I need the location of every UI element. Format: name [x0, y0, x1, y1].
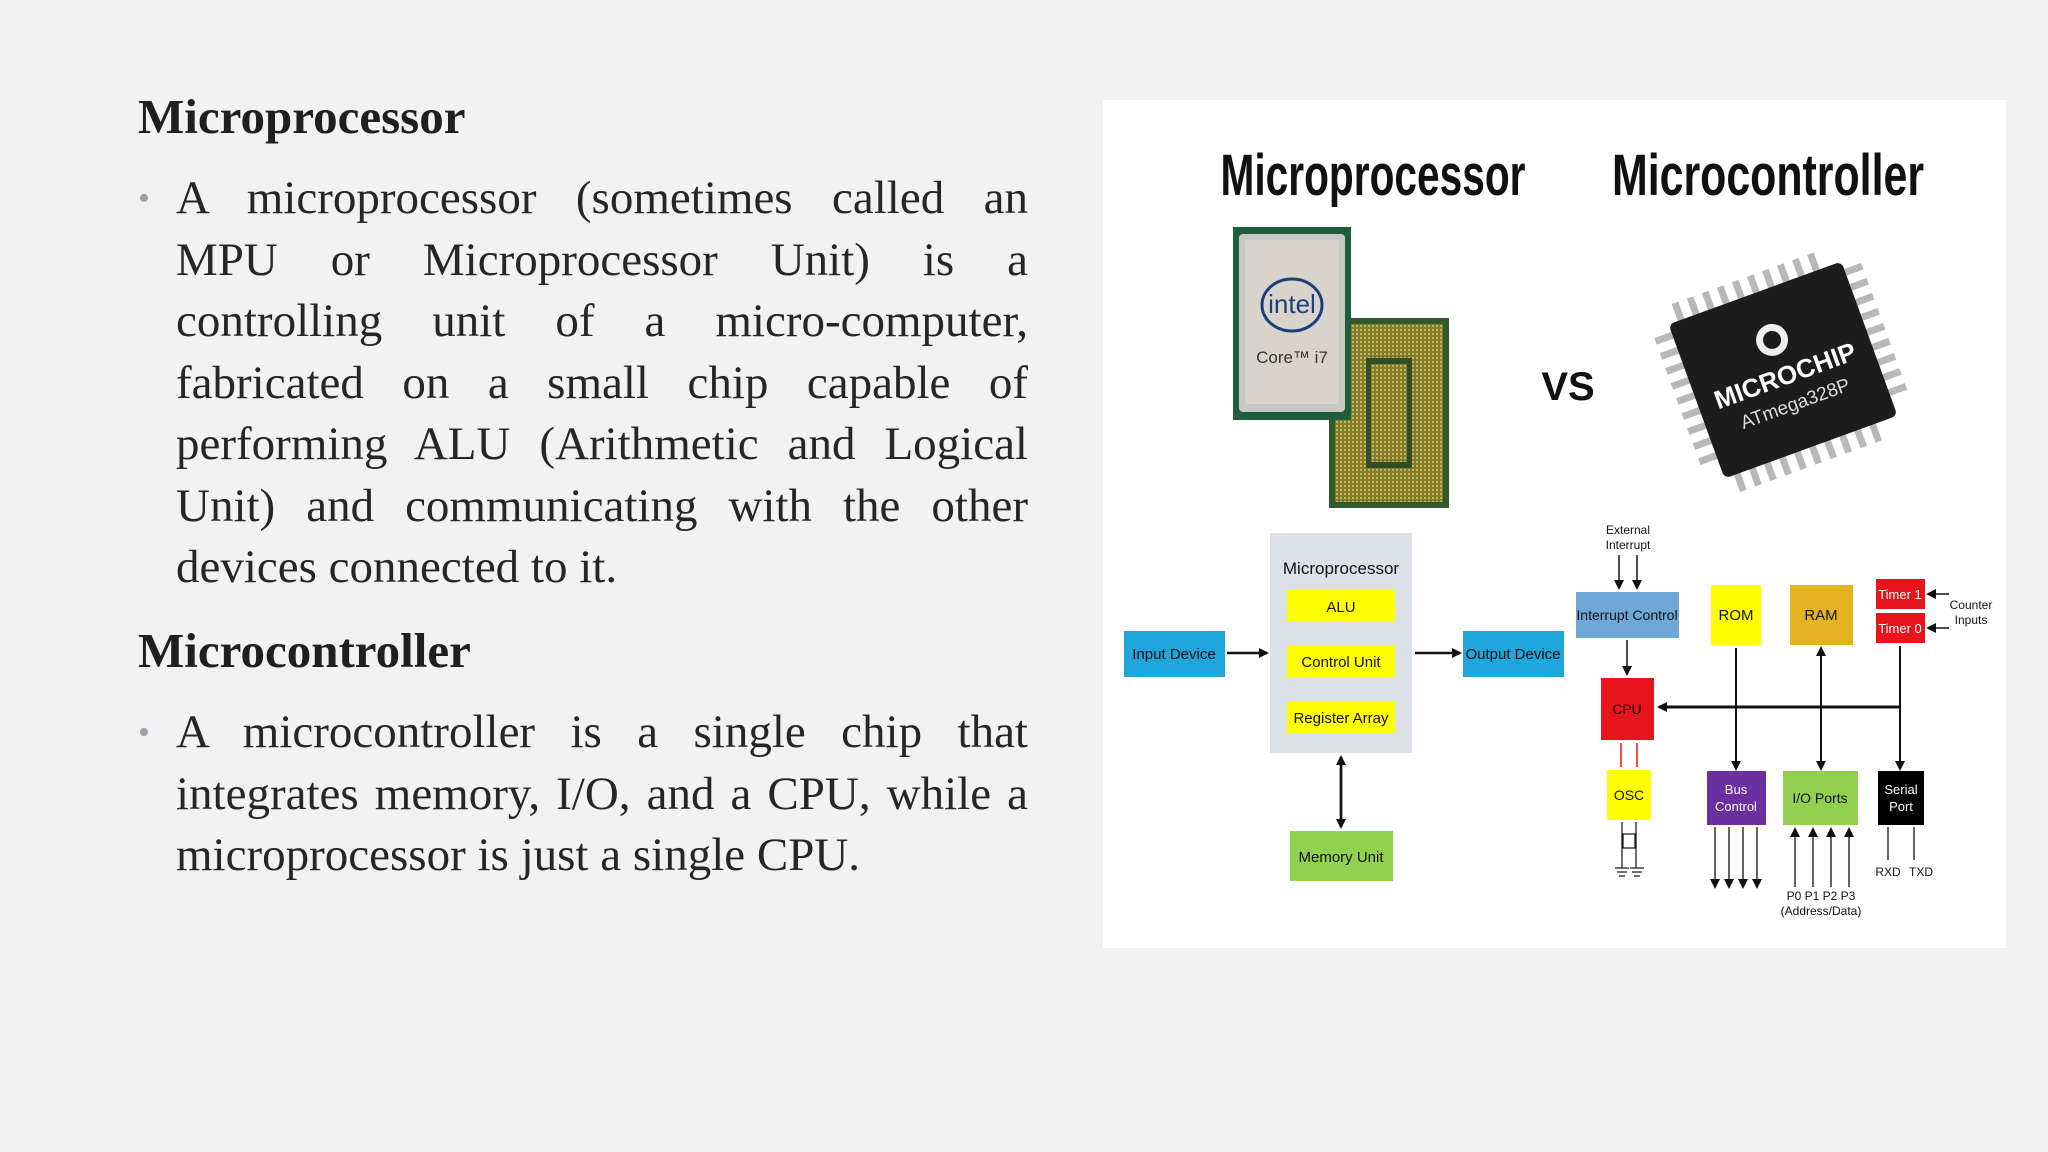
microcontroller-block-diagram: External Interrupt Interrupt Control ROM… — [1576, 523, 1992, 918]
serial-port-label-2: Port — [1889, 799, 1913, 814]
ram-block — [1790, 585, 1853, 645]
io-ports-block — [1783, 771, 1858, 825]
external-interrupt-label: External — [1606, 523, 1650, 537]
cpu-label: CPU — [1612, 701, 1642, 717]
register-array-block — [1287, 701, 1395, 733]
bus-control-label-2: Control — [1715, 799, 1757, 814]
rom-label: ROM — [1719, 607, 1754, 624]
comparison-figure: Microprocessor Microcontroller intel Cor… — [1103, 100, 2006, 948]
output-device-label: Output Device — [1465, 646, 1560, 663]
paragraph-microcontroller: A microcontroller is a single chip that … — [176, 706, 1028, 881]
timer1-label: Timer 1 — [1878, 587, 1922, 602]
paragraph-microprocessor: A microprocessor (sometimes called an MP… — [176, 172, 1028, 593]
counter-inputs-label-2: Inputs — [1955, 613, 1988, 627]
serial-port-block — [1878, 771, 1924, 825]
microprocessor-block-title: Microprocessor — [1283, 559, 1400, 578]
alu-label: ALU — [1326, 599, 1355, 616]
vs-label: VS — [1541, 365, 1594, 409]
ports-label: P0 P1 P2 P3 — [1787, 889, 1856, 903]
osc-block — [1607, 770, 1651, 820]
output-device-block — [1463, 631, 1564, 677]
serial-port-label: Serial — [1884, 782, 1917, 797]
bus-control-label: Bus — [1725, 782, 1748, 797]
ram-label: RAM — [1804, 607, 1837, 624]
control-unit-block — [1287, 645, 1395, 677]
timer1-block — [1876, 579, 1925, 609]
bus-control-block — [1707, 771, 1766, 825]
io-ports-label: I/O Ports — [1792, 790, 1847, 806]
control-unit-label: Control Unit — [1301, 654, 1381, 671]
microchip-image: MICROCHIP ATmega328P — [1654, 252, 1908, 493]
figure-title-microprocessor: Microprocessor — [1221, 143, 1526, 208]
heading-microcontroller: Microcontroller — [138, 623, 471, 678]
memory-unit-label: Memory Unit — [1298, 849, 1384, 866]
figure-title-microcontroller: Microcontroller — [1612, 143, 1924, 208]
intel-model-label: Core™ i7 — [1256, 348, 1328, 367]
interrupt-control-label: Interrupt Control — [1576, 607, 1677, 623]
ports-address-label: (Address/Data) — [1781, 904, 1862, 918]
cpu-block — [1601, 678, 1654, 740]
bullet-dot: • — [138, 714, 150, 751]
oscillator-crystal-icon — [1615, 822, 1644, 877]
interrupt-control-block — [1576, 592, 1679, 638]
timer0-label: Timer 0 — [1878, 621, 1922, 636]
register-array-label: Register Array — [1293, 710, 1389, 727]
rxd-label: RXD — [1875, 865, 1901, 879]
counter-inputs-label: Counter — [1950, 598, 1993, 612]
rom-block — [1711, 585, 1761, 645]
memory-unit-block — [1290, 831, 1393, 881]
input-device-block — [1124, 631, 1225, 677]
heading-microprocessor: Microprocessor — [138, 89, 466, 144]
osc-label: OSC — [1614, 787, 1644, 803]
alu-block — [1287, 590, 1395, 622]
input-device-label: Input Device — [1132, 646, 1215, 663]
microprocessor-block-diagram: Microprocessor ALU Control Unit Register… — [1124, 533, 1564, 881]
intel-cpu-image: intel Core™ i7 — [1233, 227, 1351, 420]
external-interrupt-label-2: Interrupt — [1606, 538, 1651, 552]
bullet-dot: • — [138, 180, 150, 217]
timer0-block — [1876, 613, 1925, 643]
intel-logo: intel — [1268, 289, 1316, 319]
txd-label: TXD — [1909, 865, 1933, 879]
